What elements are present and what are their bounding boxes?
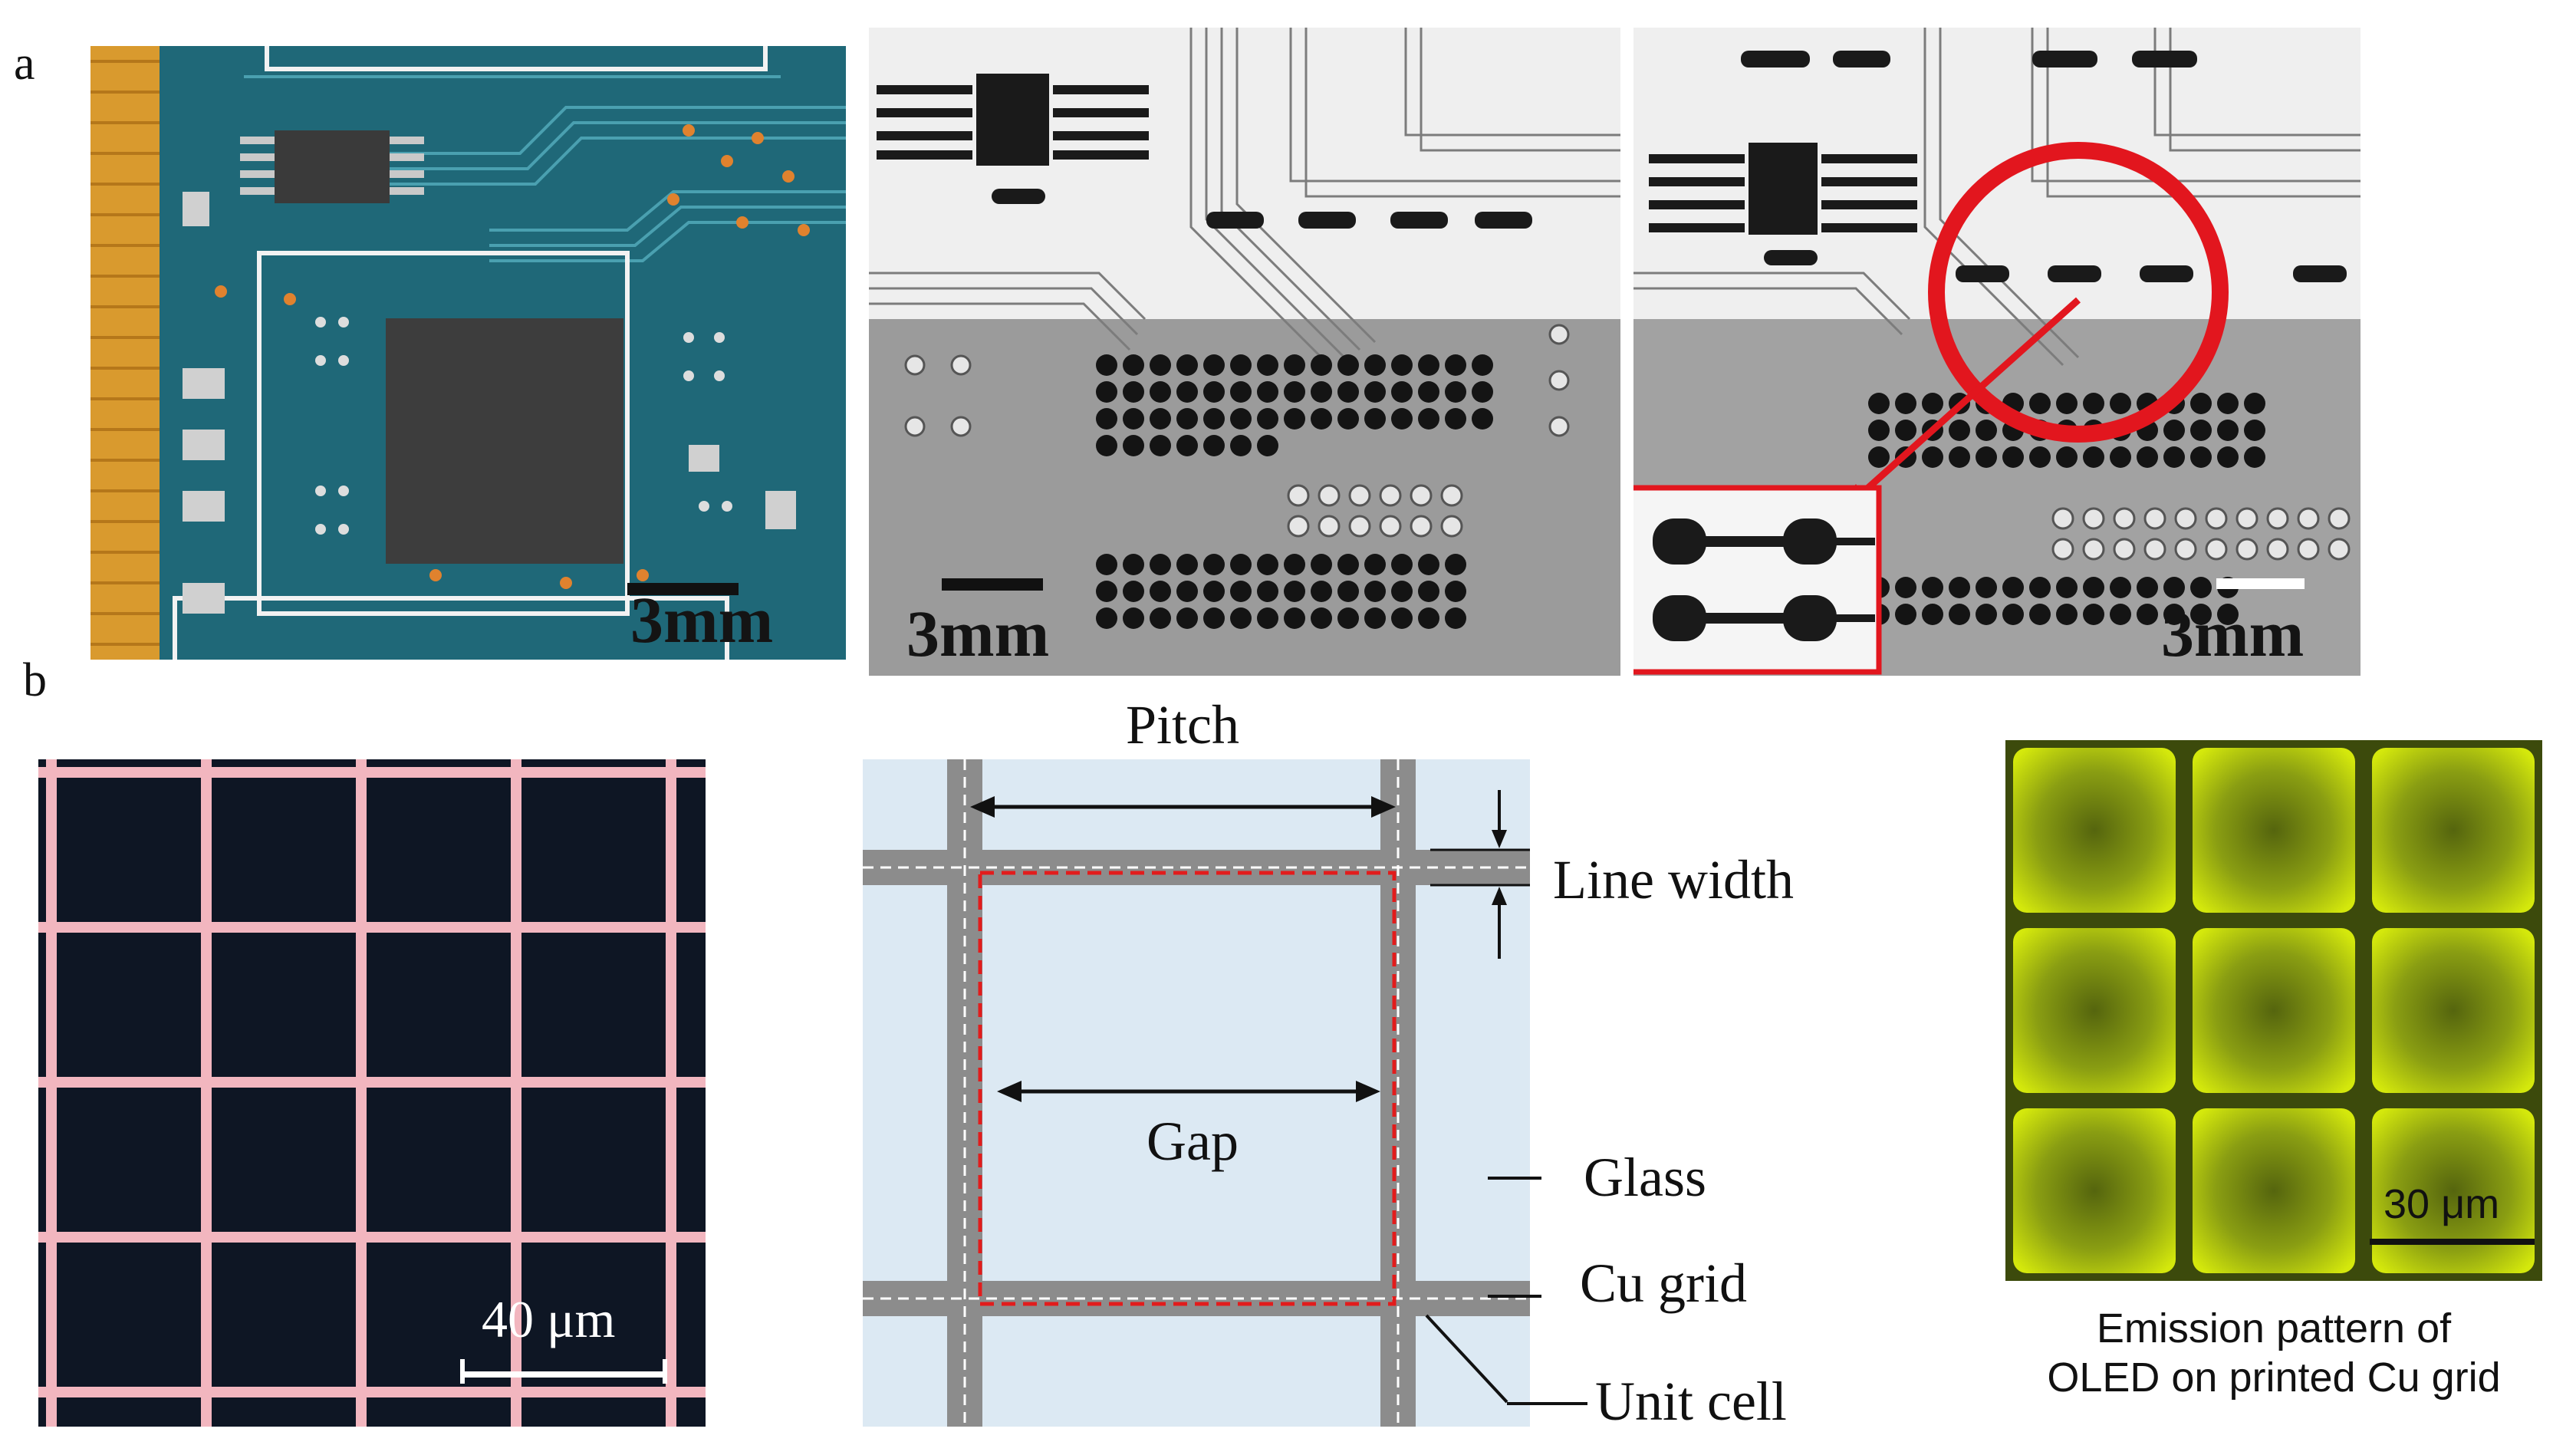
panel-letter-a: a [14,38,35,90]
photo1-scale-label: 3mm [630,583,774,657]
oled-emission-image [2005,740,2542,1281]
cu-grid-leader [1488,1295,1541,1298]
gap-label: Gap [1147,1111,1239,1172]
grid-scale-label: 40 μm [482,1290,616,1348]
unit-cell-label: Unit cell [1595,1371,1787,1432]
glass-leader [1488,1177,1541,1180]
unit-cell-leader [1507,1402,1587,1405]
photo3-scale-label: 3mm [2161,597,2305,670]
pitch-label: Pitch [1126,694,1240,755]
oled-scale-label: 30 μm [2384,1181,2500,1227]
oled-caption: Emission pattern of OLED on printed Cu g… [2005,1304,2542,1402]
panel-letter-b: b [23,654,47,706]
pcb-color-photo [90,46,846,660]
oled-caption-line2: OLED on printed Cu grid [2047,1355,2501,1401]
glass-label: Glass [1584,1147,1706,1208]
cu-grid-micrograph [38,759,706,1427]
line-width-label: Line width [1553,849,1794,910]
oled-caption-line1: Emission pattern of [2096,1305,2452,1351]
cu-grid-label: Cu grid [1580,1253,1748,1314]
printed-circuit-photo [869,28,1620,676]
printed-circuit-highlight-photo [1633,28,2361,676]
unit-cell-diagram [863,759,1530,1427]
photo2-scale-label: 3mm [906,597,1050,670]
